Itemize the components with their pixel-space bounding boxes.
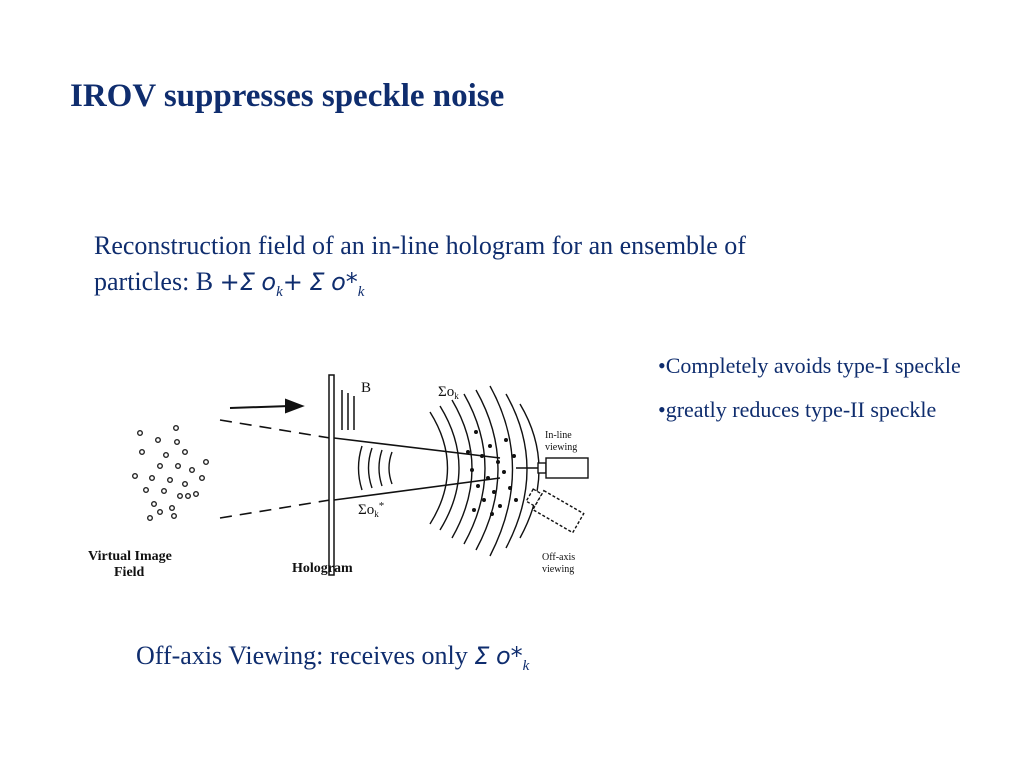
footer-conjugate-subscript: k: [522, 658, 530, 674]
converging-wavefronts: [429, 385, 540, 557]
conjugate-wave: o*: [331, 268, 358, 296]
plus-sign-1: +: [219, 268, 240, 296]
plus-sign-2: +: [282, 268, 303, 296]
inline-viewing-label-2: viewing: [545, 442, 577, 453]
footer-prefix: Off-axis Viewing: receives only: [136, 641, 475, 670]
reconstruction-description: Reconstruction field of an in-line holog…: [94, 228, 974, 310]
sum-ok-label: Σok: [438, 384, 459, 401]
hologram-diagram: B Σok Σok* In-line viewing Off-axis view…: [88, 374, 589, 580]
sigma-2: Σ: [309, 268, 325, 296]
bullet-item: •greatly reduces type-II speckle: [658, 397, 937, 422]
virtual-rays: [219, 419, 331, 519]
reference-beam-lines: [341, 390, 355, 430]
intro-line-2: particles: B +Σ ok+ Σ o*k: [94, 264, 974, 310]
object-wave: o: [261, 268, 277, 296]
footer-sigma: Σ: [474, 642, 490, 670]
bullet-item: •Completely avoids type-I speckle: [658, 353, 961, 378]
intro-line-1: Reconstruction field of an in-line holog…: [94, 231, 746, 260]
virtual-image-label-2: Field: [114, 565, 145, 580]
sigma-1: Σ: [239, 268, 255, 296]
conjugate-wave-subscript: k: [357, 284, 365, 300]
inline-camera-icon: [516, 457, 589, 479]
intro-prefix: particles: B: [94, 267, 214, 296]
offaxis-viewing-label-1: Off-axis: [542, 552, 575, 563]
offaxis-viewing-label-2: viewing: [542, 564, 574, 575]
sum-ok-conj-label: Σok*: [358, 500, 384, 519]
bullet-list: •Completely avoids type-I speckle •great…: [658, 350, 978, 438]
slide-title: IROV suppresses speckle noise: [70, 78, 505, 114]
footer-conjugate-wave: o*: [495, 642, 523, 670]
offaxis-viewing-note: Off-axis Viewing: receives only Σ o*k: [136, 638, 529, 684]
reconstructed-particles: [466, 430, 518, 516]
hologram-plate: [328, 374, 335, 576]
real-rays: [333, 437, 501, 501]
virtual-image-label-1: Virtual Image: [88, 549, 172, 564]
virtual-image-particles: [132, 424, 209, 521]
object-wave-subscript: k: [276, 284, 283, 300]
incident-arrow: [229, 398, 305, 414]
diverging-wavefronts: [357, 445, 393, 491]
b-label: B: [361, 380, 371, 396]
hologram-label: Hologram: [292, 561, 353, 576]
inline-viewing-label-1: In-line: [545, 430, 572, 441]
